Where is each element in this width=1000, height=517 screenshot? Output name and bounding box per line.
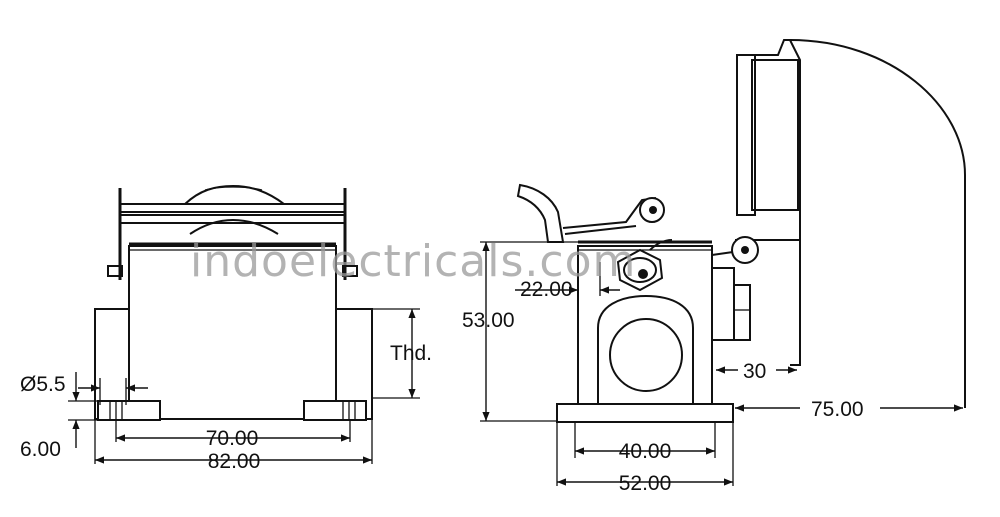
watermark-text: indoelectricals.com <box>190 236 636 287</box>
label-side-total: 52.00 <box>619 472 672 495</box>
label-thread: Thd. <box>390 342 432 365</box>
label-width-total: 82.00 <box>208 450 261 473</box>
side-open-cover <box>735 39 801 366</box>
label-base-height: 6.00 <box>20 438 61 461</box>
label-width-holes: 70.00 <box>206 427 259 450</box>
front-view <box>68 184 420 464</box>
label-open-extent: 75.00 <box>811 398 864 421</box>
label-hole-dia: Ø5.5 <box>20 373 66 396</box>
side-view <box>480 39 966 486</box>
front-right-foot <box>303 400 367 421</box>
front-locking-lever <box>107 184 358 280</box>
label-side-inner: 40.00 <box>619 440 672 463</box>
front-housing-body <box>128 245 337 420</box>
lid-sweep-arc <box>789 39 966 408</box>
side-entry-circle <box>609 318 683 392</box>
side-base-plate <box>556 403 734 423</box>
front-left-foot <box>97 400 161 421</box>
dimension-labels: Ø5.5 6.00 70.00 82.00 Thd. 53.00 22.00 3… <box>20 278 864 495</box>
label-height-total: 53.00 <box>462 309 515 332</box>
label-offset: 22.00 <box>520 278 573 301</box>
label-lid-gap: 30 <box>743 360 766 383</box>
